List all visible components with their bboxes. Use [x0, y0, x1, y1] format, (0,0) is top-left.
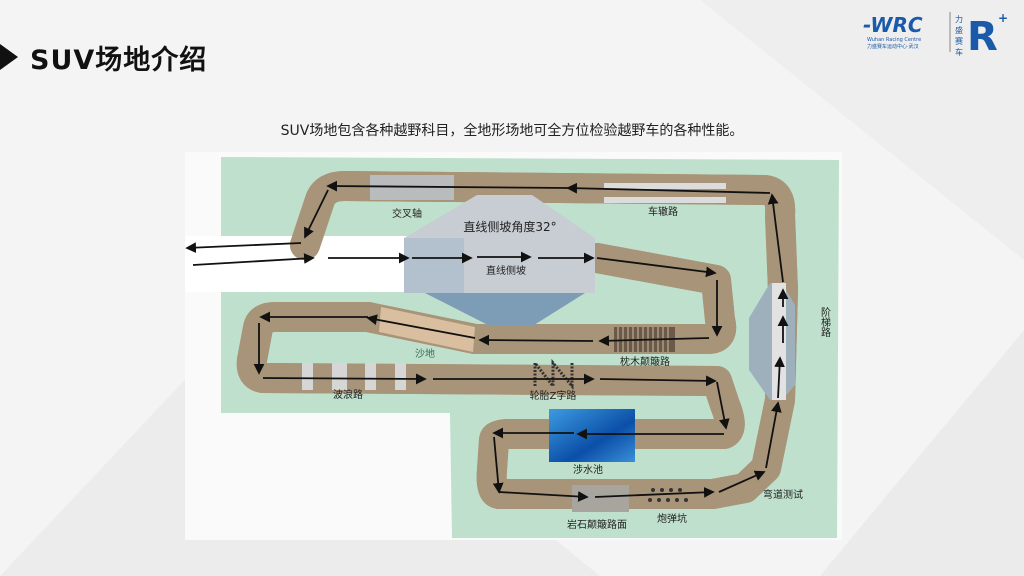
svg-text:R: R [967, 14, 998, 56]
rut-road-obstacle [604, 183, 726, 189]
company-logo: -WRC Wuhan Racing Centre 力盛赛车运动中心·武汉 力 盛… [863, 11, 1008, 56]
svg-text:-WRC: -WRC [863, 13, 923, 37]
label-rut-road: 车辙路 [648, 205, 678, 218]
svg-text:力: 力 [955, 14, 963, 24]
water-pool [549, 409, 635, 462]
svg-text:盛: 盛 [955, 25, 963, 35]
label-tire-z-road: 轮胎Z字路 [530, 389, 577, 402]
page-title: SUV场地介绍 [30, 45, 208, 76]
tire-z-obstacle [533, 358, 574, 391]
label-sleeper-bump: 枕木颠簸路 [620, 355, 670, 368]
route-arrows [185, 180, 789, 502]
label-sand: 沙地 [415, 347, 435, 360]
rock-bump-obstacle [572, 485, 629, 512]
svg-text:Wuhan Racing Centre: Wuhan Racing Centre [867, 37, 921, 43]
suv-track-map: 交叉轴 车辙路 直线侧坡角度32° 直线侧坡 沙地 枕木颠簸路 波浪路 轮胎Z字… [185, 152, 842, 540]
title-marker-icon [0, 44, 18, 70]
svg-text:+: + [998, 11, 1008, 25]
svg-text:力盛赛车运动中心·武汉: 力盛赛车运动中心·武汉 [867, 43, 919, 50]
label-curve-test: 弯道测试 [763, 488, 803, 501]
svg-text:赛: 赛 [955, 36, 963, 46]
wave-road-obstacle [302, 363, 406, 390]
page-subtitle: SUV场地包含各种越野科目，全地形场地可全方位检验越野车的各种性能。 [280, 123, 744, 139]
label-crater: 炮弹坑 [657, 512, 687, 525]
crater-obstacle [648, 488, 688, 502]
svg-text:车: 车 [955, 47, 963, 56]
label-side-slope-angle: 直线侧坡角度32° [463, 219, 556, 234]
label-water-pool: 涉水池 [573, 463, 603, 476]
label-step-road: 阶梯路 [819, 306, 831, 338]
label-wave-road: 波浪路 [333, 388, 363, 401]
label-side-slope: 直线侧坡 [486, 264, 526, 277]
label-cross-axle: 交叉轴 [392, 207, 422, 220]
label-rock-bump: 岩石颠簸路面 [567, 518, 627, 531]
